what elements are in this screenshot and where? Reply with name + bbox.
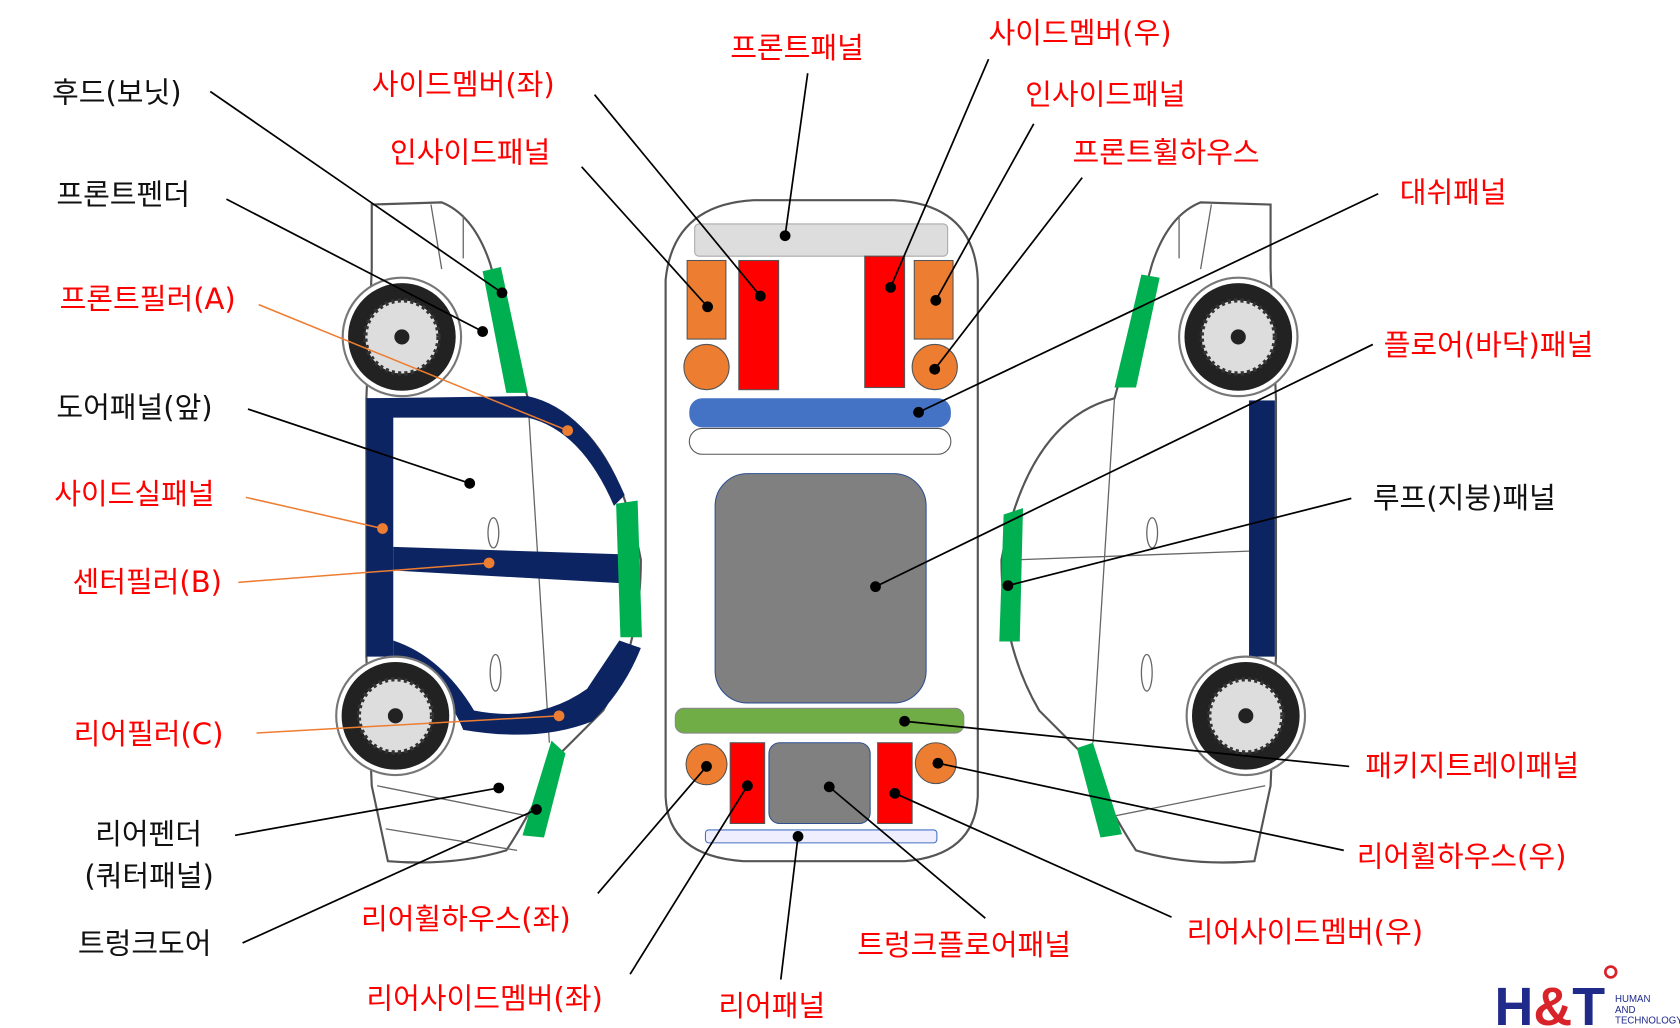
label-front-wheel-house: 프론트휠하우스 [1073,136,1260,170]
label-rear-wheel-house-right: 리어휠하우스(우) [1357,840,1567,874]
logo-line2: AND [1615,1005,1635,1016]
label-package-tray: 패키지트레이패널 [1365,749,1579,783]
labels: 후드(보닛) 프론트펜더 프론트필러(A) 도어패널(앞) 사이드실패널 센터필… [52,16,1593,1023]
right-side-view-car [999,201,1307,864]
cross-member [688,427,952,455]
label-inside-panel-left: 인사이드패널 [390,136,550,170]
label-rear-side-member-right: 리어사이드멤버(우) [1187,915,1423,949]
label-inside-panel-right: 인사이드패널 [1025,77,1185,111]
logo-line3: TECHNOLOGY [1615,1016,1680,1027]
trunk-floor-panel [768,742,871,825]
label-side-sill: 사이드실패널 [54,477,214,511]
pillar-green-left [616,500,642,638]
dash-panel [689,398,951,428]
front-wheel-left [341,276,463,398]
label-rear-pillar: 리어필러(C) [74,717,224,751]
label-front-pillar: 프론트필러(A) [60,282,236,316]
left-side-view-car [335,201,642,864]
label-door-front: 도어패널(앞) [56,391,212,425]
rear-wheel-left [335,655,456,777]
label-side-member-right: 사이드멤버(우) [989,16,1172,50]
ht-logo: H&T HUMAN AND TECHNOLOGY [1494,965,1680,1028]
label-trunk-floor: 트렁크플로어패널 [857,928,1071,962]
rear-wheel-right [1185,655,1307,777]
logo-line1: HUMAN [1615,994,1650,1005]
front-panel [694,223,949,257]
front-pillar-a [482,266,528,393]
label-dash-panel: 대쉬패널 [1400,175,1507,209]
label-rear-panel: 리어패널 [718,989,825,1023]
front-wheel-house-left [683,343,730,391]
label-roof-panel: 루프(지붕)패널 [1373,481,1556,515]
trunk-pillar-left [522,740,566,838]
top-view-car [664,199,979,863]
trunk-pillar-right [1076,742,1123,838]
label-floor-panel: 플로어(바닥)패널 [1384,328,1594,362]
front-pillar-right [1114,274,1160,388]
front-wheel-right [1178,276,1299,398]
leader-dots [377,230,1014,842]
label-front-panel: 프론트패널 [730,31,864,65]
label-center-pillar: 센터필러(B) [72,565,221,599]
label-rear-side-member-left: 리어사이드멤버(좌) [366,982,602,1016]
rear-panel [704,829,938,844]
label-rear-fender: 리어펜더 [95,817,202,851]
package-tray-panel [674,707,965,734]
label-front-fender: 프론트펜더 [56,178,190,212]
label-hood: 후드(보닛) [52,75,182,109]
front-door-frame [366,396,625,506]
label-quarter-panel: (쿼터패널) [84,859,214,893]
label-trunk-door: 트렁크도어 [78,927,212,961]
label-rear-wheel-house-left: 리어휠하우스(좌) [361,902,571,936]
center-pillar-b [393,546,625,584]
pillar-green-right [999,508,1023,642]
logo-mark: H&T [1494,977,1605,1028]
inside-panel-left [686,259,727,340]
side-member-right [864,255,906,389]
logo-circle [1604,965,1618,979]
roof-side-rail-right [1249,400,1275,657]
floor-panel [714,473,927,704]
label-side-member-left: 사이드멤버(좌) [372,68,555,102]
rear-side-member-right [877,742,913,825]
leader-lines [209,58,1379,980]
side-member-left [738,259,780,391]
